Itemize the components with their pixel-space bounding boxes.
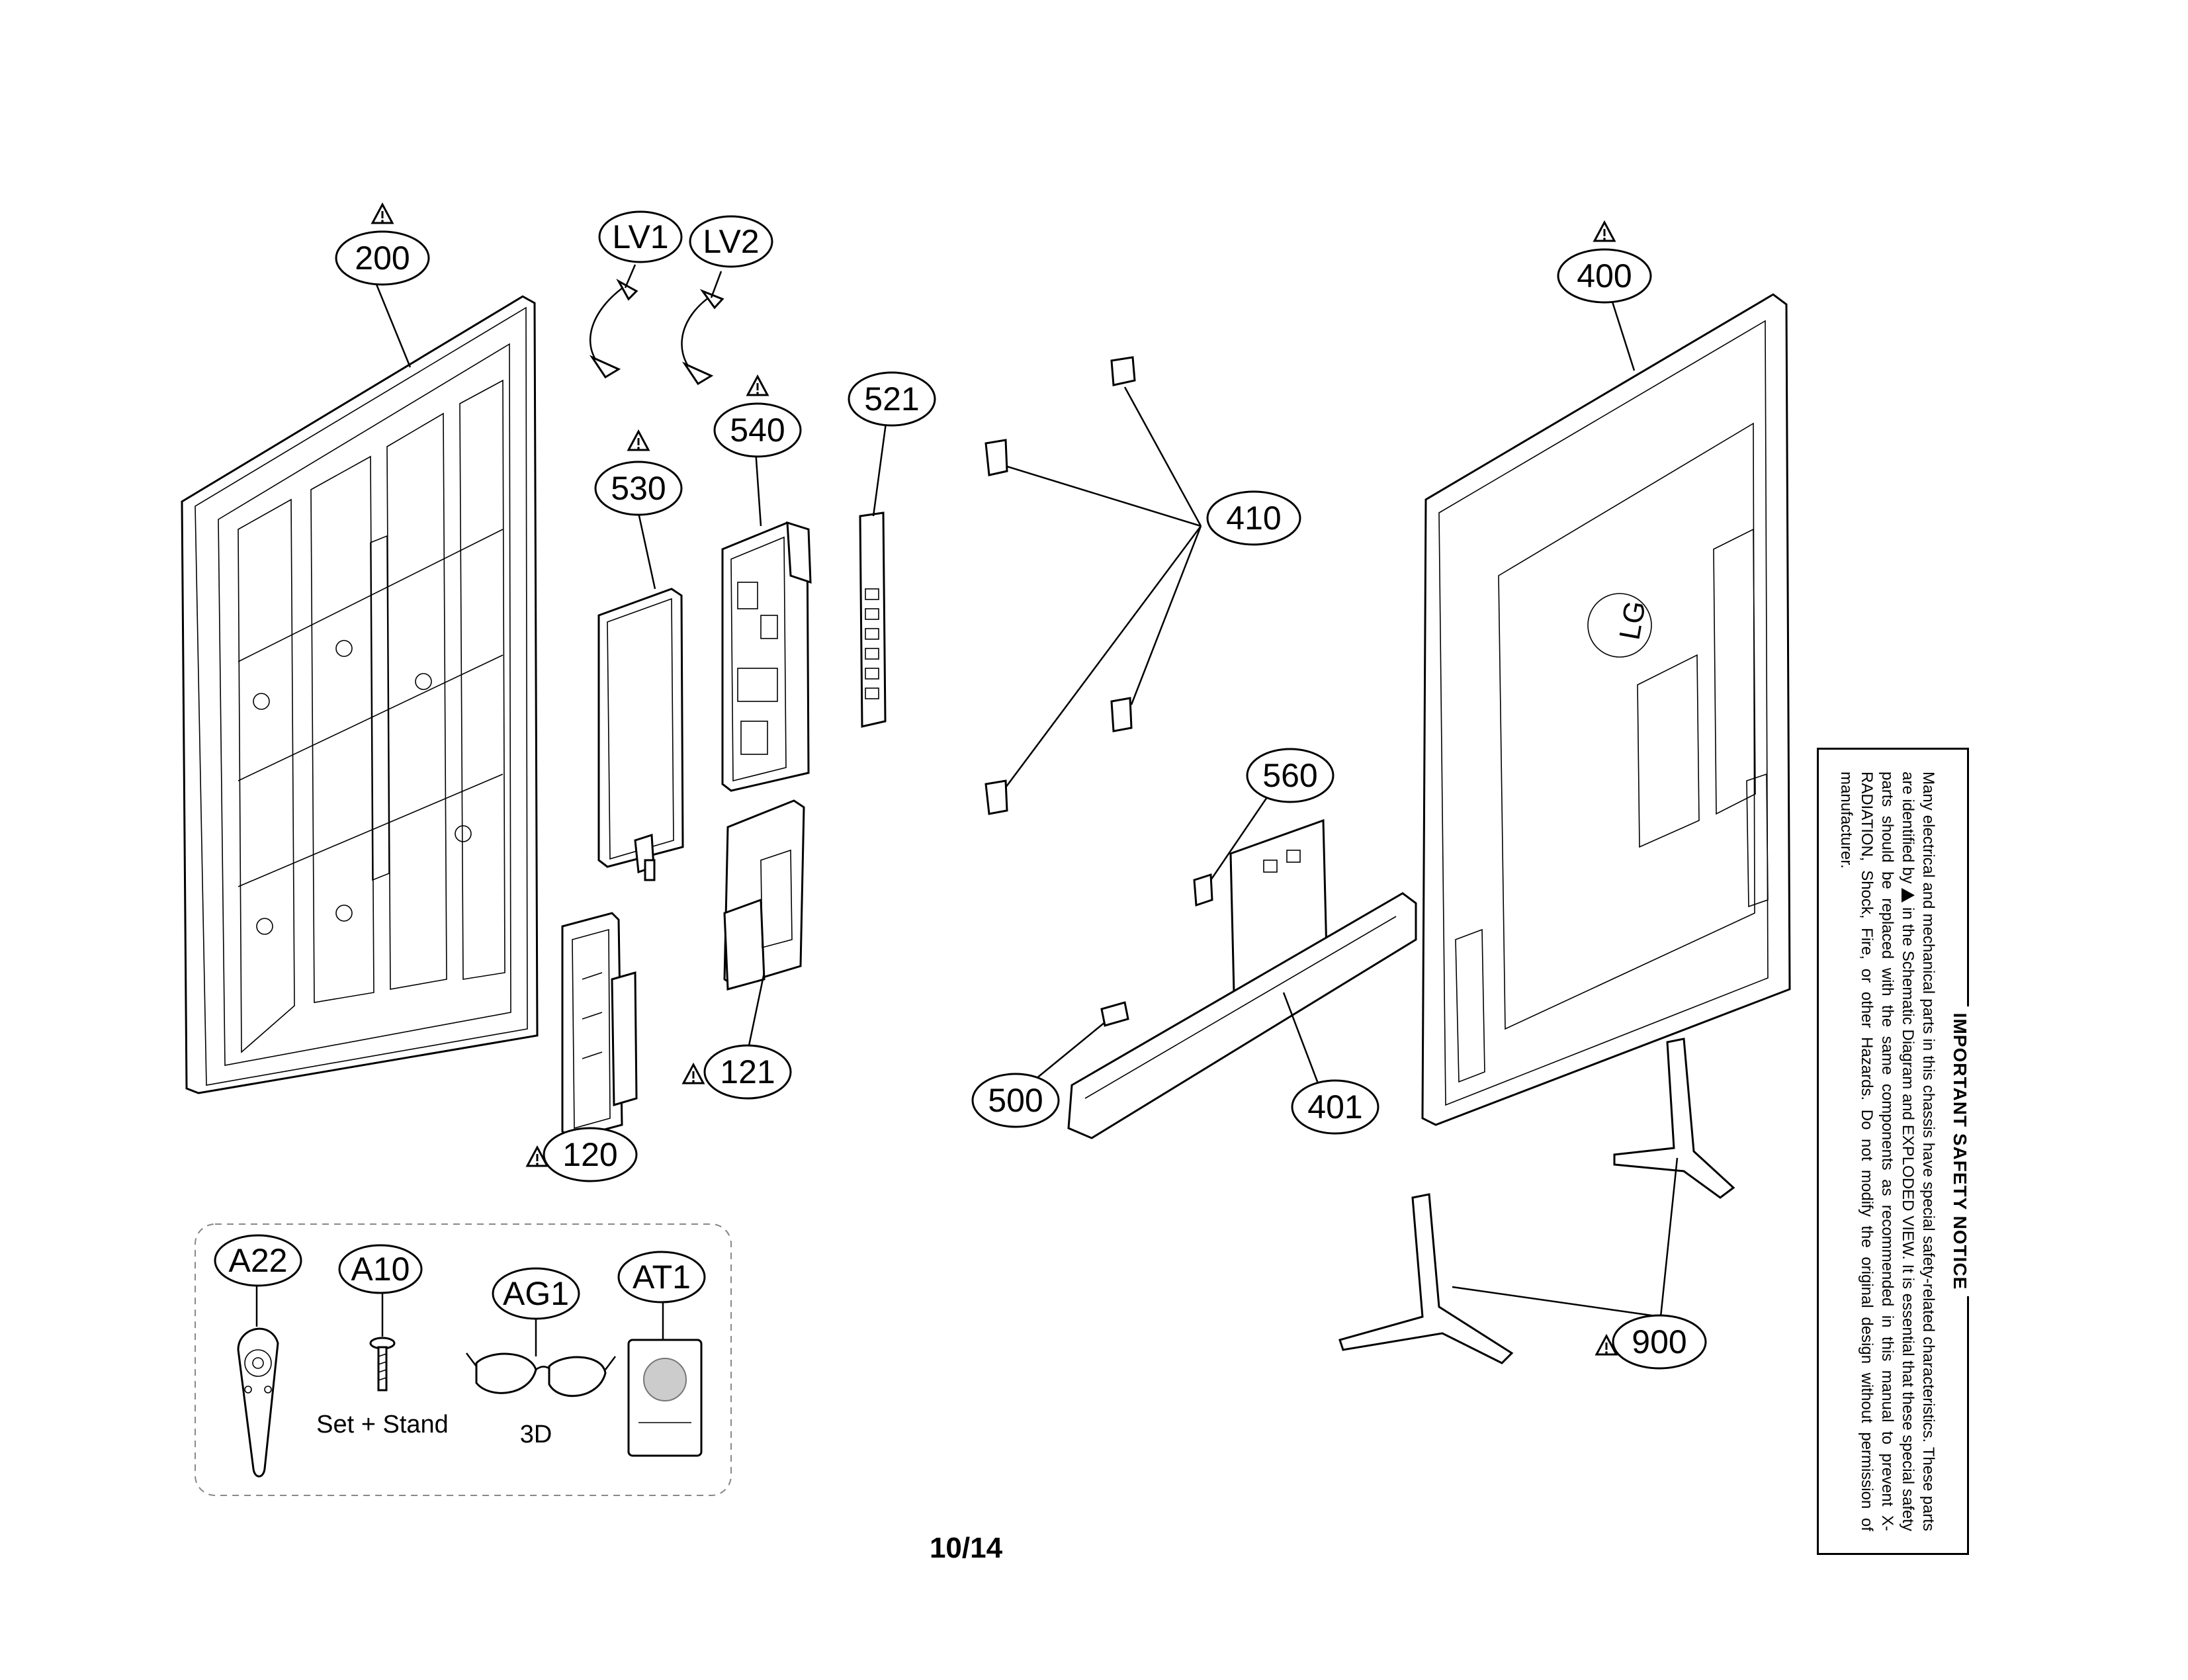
callout-label: 560 [1262, 757, 1317, 794]
power-board-part [597, 588, 684, 881]
callout-label: 900 [1632, 1323, 1686, 1360]
callout-label: 121 [720, 1053, 775, 1090]
callout-label: 530 [611, 470, 666, 507]
callout-ag1: AG1 [492, 1267, 580, 1320]
callout-lv2: LV2 [689, 215, 773, 268]
stand-legs-part [1338, 1038, 1735, 1364]
speaker-part [723, 799, 805, 991]
safety-notice-box: IMPORTANT SAFETY NOTICE Many electrical … [1817, 748, 1970, 1555]
callout-label: LV1 [612, 218, 668, 255]
3d-glasses-part [466, 1352, 616, 1397]
callout-label: 200 [355, 240, 410, 277]
small-board-part-560 [1193, 873, 1213, 907]
callout-label: LV2 [703, 223, 759, 260]
callout-200: 200 [335, 203, 430, 286]
safety-notice-text-2: in the Schematic Diagram and EXPLODED VI… [1837, 772, 1917, 1532]
callout-label: 400 [1577, 257, 1632, 294]
callout-401: 401 [1291, 1079, 1379, 1135]
callout-label: 521 [864, 380, 919, 418]
callout-560: 560 [1246, 748, 1335, 803]
callout-120: 120 [526, 1127, 638, 1182]
a10-caption: Set + Stand [316, 1411, 449, 1438]
main-board-part [721, 521, 812, 792]
callout-lv1: LV1 [598, 210, 683, 263]
screw-part [369, 1337, 396, 1392]
remote-control-part [237, 1327, 279, 1478]
lg-logo: LG [1613, 598, 1651, 642]
display-module-part [181, 295, 539, 1094]
callout-410: 410 [1206, 490, 1301, 546]
callout-label: 540 [730, 412, 785, 449]
terminal-part [561, 912, 638, 1139]
callout-label: 410 [1226, 500, 1281, 537]
callout-a10: A10 [338, 1244, 423, 1294]
accessories-group-box [195, 1223, 732, 1496]
lv2-cable-part [681, 288, 724, 386]
safety-notice-title: IMPORTANT SAFETY NOTICE [1950, 1006, 1970, 1297]
callout-521: 521 [848, 371, 936, 427]
lv1-cable-part [589, 279, 638, 379]
stand-bracket-part [1067, 818, 1417, 1139]
callout-900: 900 [1595, 1314, 1707, 1370]
connector-part-500 [1100, 1001, 1129, 1027]
callout-label: A22 [229, 1242, 288, 1279]
callout-label: A10 [351, 1251, 410, 1288]
callout-540: 540 [713, 375, 802, 458]
page-number: 10/14 [929, 1532, 1003, 1564]
bracket-parts-410 [985, 356, 1136, 815]
callout-400: 400 [1557, 221, 1652, 304]
back-cover-part: LG [1421, 293, 1791, 1126]
callout-label: 401 [1307, 1088, 1362, 1126]
safety-notice-body: Many electrical and mechanical parts in … [1836, 772, 1939, 1531]
ir-key-strip-part [859, 511, 887, 728]
callout-label: AT1 [633, 1259, 691, 1296]
label-card-part [627, 1339, 703, 1457]
ag1-caption: 3D [520, 1421, 552, 1448]
callout-a22: A22 [214, 1234, 302, 1287]
callout-121: 121 [682, 1044, 792, 1100]
callout-label: 500 [988, 1082, 1043, 1119]
callout-label: AG1 [503, 1275, 569, 1312]
warning-triangle-icon [1902, 888, 1915, 903]
callout-530: 530 [594, 430, 683, 516]
callout-label: 120 [562, 1136, 617, 1173]
callout-500: 500 [971, 1073, 1060, 1128]
callout-at1: AT1 [617, 1251, 706, 1304]
